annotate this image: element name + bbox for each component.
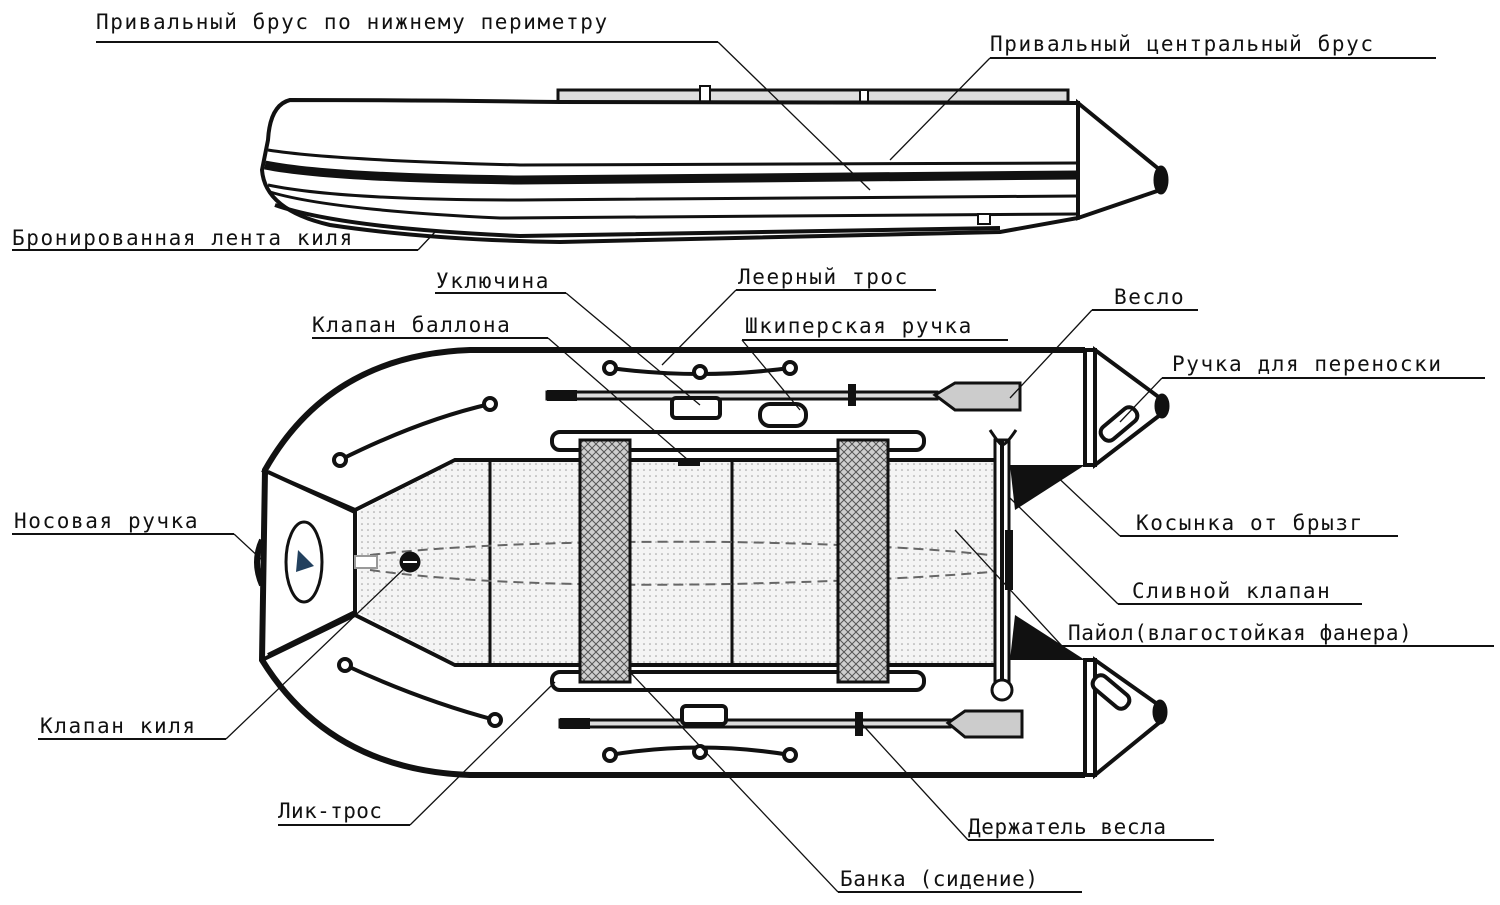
- central-rub-strake: [264, 160, 1079, 185]
- grab-line: [332, 360, 798, 763]
- label-bow-handle: Носовая ручка: [14, 509, 200, 533]
- logo-icon: [296, 550, 314, 572]
- lower-rub-strake: [267, 183, 1079, 202]
- label-keel-armor-tape: Бронированная лента киля: [12, 226, 354, 250]
- label-drain-valve: Сливной клапан: [1132, 579, 1332, 603]
- label-skipper-handle: Шкиперская ручка: [745, 314, 973, 338]
- label-rub-strake-central: Привальный центральный брус: [990, 32, 1375, 56]
- leader-lines: [12, 41, 1494, 893]
- keel-armor-tape: [274, 203, 1001, 239]
- skipper-handle-icon: [758, 402, 808, 428]
- side-hull: [259, 97, 1080, 245]
- transom: [988, 429, 1018, 702]
- top-view: [254, 346, 1170, 780]
- floor-area: [358, 462, 995, 663]
- side-oars: [556, 85, 1070, 109]
- label-oar-holder: Держатель весла: [968, 815, 1167, 839]
- label-seat-bench: Банка (сидение): [840, 867, 1039, 891]
- label-oar: Весло: [1114, 285, 1186, 309]
- label-carry-handle: Ручка для переноски: [1172, 352, 1443, 376]
- bow-handle-icon: [254, 538, 265, 587]
- label-floorboard: Пайол(влагостойкая фанера): [1068, 621, 1413, 645]
- keel-line: [369, 569, 991, 586]
- label-grab-line: Леерный трос: [738, 265, 909, 289]
- oarlock-icon: [680, 704, 728, 726]
- splash-guard: [1010, 615, 1085, 660]
- label-rub-strake-lower: Привальный брус по нижнему периметру: [96, 10, 609, 34]
- keel-line: [369, 540, 991, 556]
- label-bolt-rope: Лик-трос: [278, 799, 383, 823]
- carry-handle-icon: [1090, 405, 1140, 711]
- label-oarlock: Уключина: [436, 269, 550, 293]
- oarlock-icon: [670, 396, 722, 420]
- label-splash-guard: Косынка от брызг: [1136, 511, 1364, 535]
- label-keel-valve: Клапан киля: [40, 714, 197, 738]
- tube-valve-icon: [678, 458, 700, 466]
- side-view: [259, 85, 1169, 245]
- oar-icon: [545, 381, 1024, 739]
- splash-guard: [1010, 465, 1085, 510]
- label-tube-valve: Клапан баллона: [312, 313, 512, 337]
- seat-bench: [550, 430, 926, 692]
- side-cone: [1076, 98, 1166, 221]
